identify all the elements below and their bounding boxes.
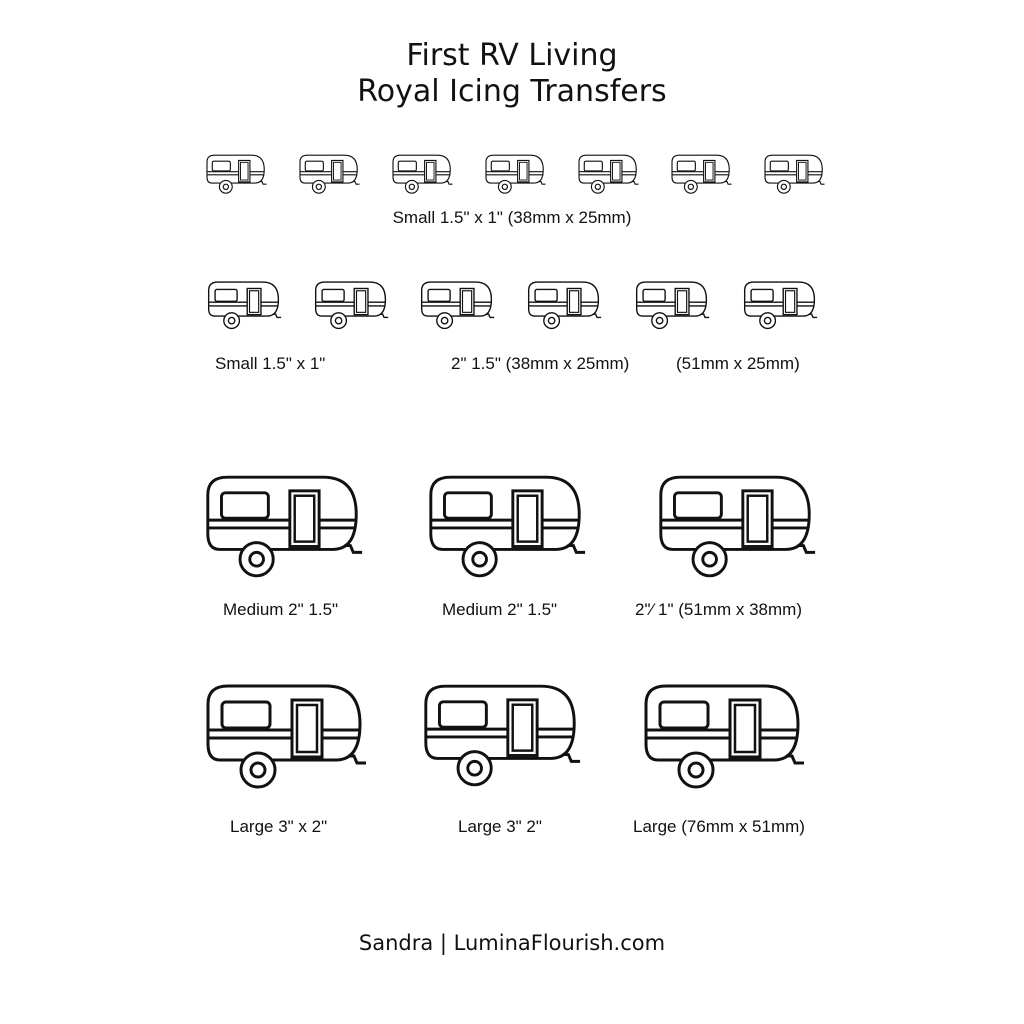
camper-trailer-icon bbox=[206, 154, 268, 194]
camper-trailer-icon bbox=[527, 281, 602, 330]
size-label: 2" 1.5" (38mm x 25mm) bbox=[451, 354, 630, 373]
size-label: Small 1.5" x 1" bbox=[215, 354, 326, 373]
camper-trailer-icon bbox=[485, 154, 547, 194]
size-label: Small 1.5" x 1" (38mm x 25mm) bbox=[392, 208, 632, 227]
camper-trailer-icon bbox=[671, 154, 733, 194]
size-label: (51mm x 25mm) bbox=[676, 354, 800, 373]
size-label: Large 3" 2" bbox=[458, 817, 542, 836]
camper-trailer-icon bbox=[206, 475, 364, 578]
size-label: Medium 2" 1.5" bbox=[442, 600, 558, 619]
camper-trailer-icon bbox=[635, 281, 710, 330]
camper-trailer-icon bbox=[764, 154, 826, 194]
camper-trailer-icon bbox=[206, 684, 368, 789]
size-label: 2"⁄ 1" (51mm x 38mm) bbox=[635, 600, 802, 619]
page-title-line1: First RV Living bbox=[406, 38, 618, 73]
size-label: Medium 2" 1.5" bbox=[223, 600, 339, 619]
footer-credit: Sandra | LuminaFlourish.com bbox=[358, 931, 666, 955]
camper-trailer-icon bbox=[659, 475, 817, 578]
camper-trailer-icon bbox=[299, 154, 361, 194]
camper-trailer-icon bbox=[429, 475, 587, 578]
page-title-line2: Royal Icing Transfers bbox=[357, 74, 667, 109]
camper-trailer-icon bbox=[644, 684, 806, 789]
camper-trailer-icon bbox=[424, 684, 582, 787]
size-label: Large 3" x 2" bbox=[230, 817, 328, 836]
camper-trailer-icon bbox=[743, 281, 818, 330]
camper-trailer-icon bbox=[420, 281, 495, 330]
camper-trailer-icon bbox=[392, 154, 454, 194]
camper-trailer-icon bbox=[578, 154, 640, 194]
camper-trailer-icon bbox=[207, 281, 282, 330]
size-label: Large (76mm x 51mm) bbox=[633, 817, 805, 836]
camper-trailer-icon bbox=[314, 281, 389, 330]
